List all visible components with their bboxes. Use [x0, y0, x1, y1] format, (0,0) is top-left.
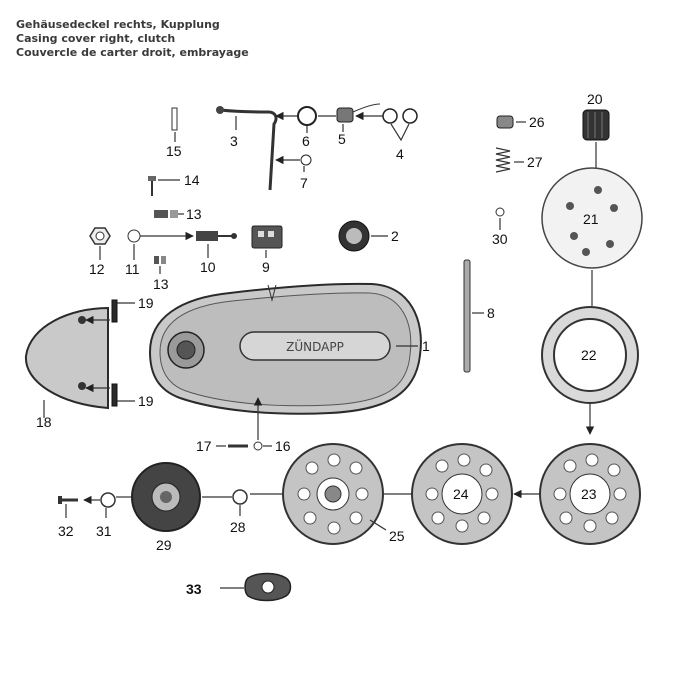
part-label-31: 31	[96, 523, 112, 539]
title-french: Couvercle de carter droit, embrayage	[16, 46, 249, 59]
part-label-16: 16	[275, 438, 291, 454]
part-label-14: 14	[184, 172, 200, 188]
part-label-9: 9	[262, 259, 270, 275]
screw-part-19-bottom	[85, 383, 135, 407]
part-label-19-top: 19	[138, 295, 154, 311]
part-label-6: 6	[302, 133, 310, 149]
part-label-23: 23	[581, 486, 597, 502]
part-label-13-top: 13	[186, 206, 202, 222]
part-label-3: 3	[230, 133, 238, 149]
part-label-32: 32	[58, 523, 74, 539]
part-label-18: 18	[36, 414, 52, 430]
bolt-part-32	[58, 496, 78, 518]
bracket-part-9	[251, 225, 283, 258]
pressure-plate-part-21	[541, 167, 643, 306]
part-label-29: 29	[156, 537, 172, 553]
casing-cover-part-1: ZÜNDAPP	[148, 282, 422, 415]
diagram-title-block: Gehäusedeckel rechts, Kupplung Casing co…	[16, 18, 249, 60]
lock-plate-part-33	[220, 572, 292, 602]
nut-part-12	[89, 227, 111, 260]
part-label-27: 27	[527, 154, 543, 170]
part-label-1: 1	[422, 338, 430, 354]
washer-part-16	[253, 397, 272, 451]
part-label-11: 11	[125, 261, 140, 277]
part-label-13-bottom: 13	[153, 276, 169, 292]
clutch-disc-part-23	[513, 443, 641, 545]
part-label-26: 26	[529, 114, 545, 130]
screw-part-19-top	[85, 299, 135, 325]
bush-part-28	[202, 489, 248, 516]
seal-part-2	[338, 220, 388, 252]
spring-part-27	[495, 147, 524, 173]
part-label-25: 25	[389, 528, 405, 544]
cap-part-20	[582, 109, 610, 168]
title-english: Casing cover right, clutch	[16, 32, 176, 45]
washer-part-30	[495, 207, 505, 230]
washer-part-11	[127, 229, 194, 260]
part-label-15: 15	[166, 143, 182, 159]
nut-part-31	[83, 492, 116, 518]
part-label-4: 4	[396, 146, 404, 162]
part-label-12: 12	[89, 261, 105, 277]
clutch-disc-part-25	[250, 443, 387, 545]
part-number-labels: 1 2 3 4 5 6 7 8 9 10 11 12 13 13 14 15 1…	[36, 91, 603, 597]
pushrod-part-8	[463, 259, 484, 373]
clutch-disc-part-24	[384, 443, 513, 545]
pin-part-15	[171, 107, 178, 142]
part-label-10: 10	[200, 259, 216, 275]
nut-part-26	[496, 115, 526, 129]
part-label-5: 5	[338, 131, 346, 147]
part-label-24: 24	[453, 486, 469, 502]
part-label-7: 7	[300, 175, 308, 191]
adjuster-part-10	[196, 231, 237, 258]
part-label-30: 30	[492, 231, 508, 247]
part-label-17: 17	[196, 438, 212, 454]
part-label-2: 2	[391, 228, 399, 244]
screw-part-14	[148, 176, 180, 196]
clip-part-13-top	[154, 210, 184, 218]
part-label-28: 28	[230, 519, 246, 535]
title-german: Gehäusedeckel rechts, Kupplung	[16, 18, 220, 31]
part-label-22: 22	[581, 347, 597, 363]
clutch-basket-part-22	[541, 306, 639, 435]
part-label-19-bottom: 19	[138, 393, 154, 409]
clip-part-13-bottom	[154, 256, 166, 274]
side-cap-part-18	[24, 306, 109, 418]
lever-assembly-parts-3-7	[216, 103, 418, 191]
friction-disc-part-29	[116, 462, 201, 532]
part-label-8: 8	[487, 305, 495, 321]
part-label-21: 21	[583, 211, 599, 227]
cover-logo: ZÜNDAPP	[286, 338, 344, 354]
part-label-20: 20	[587, 91, 603, 107]
part-label-33: 33	[186, 581, 202, 597]
